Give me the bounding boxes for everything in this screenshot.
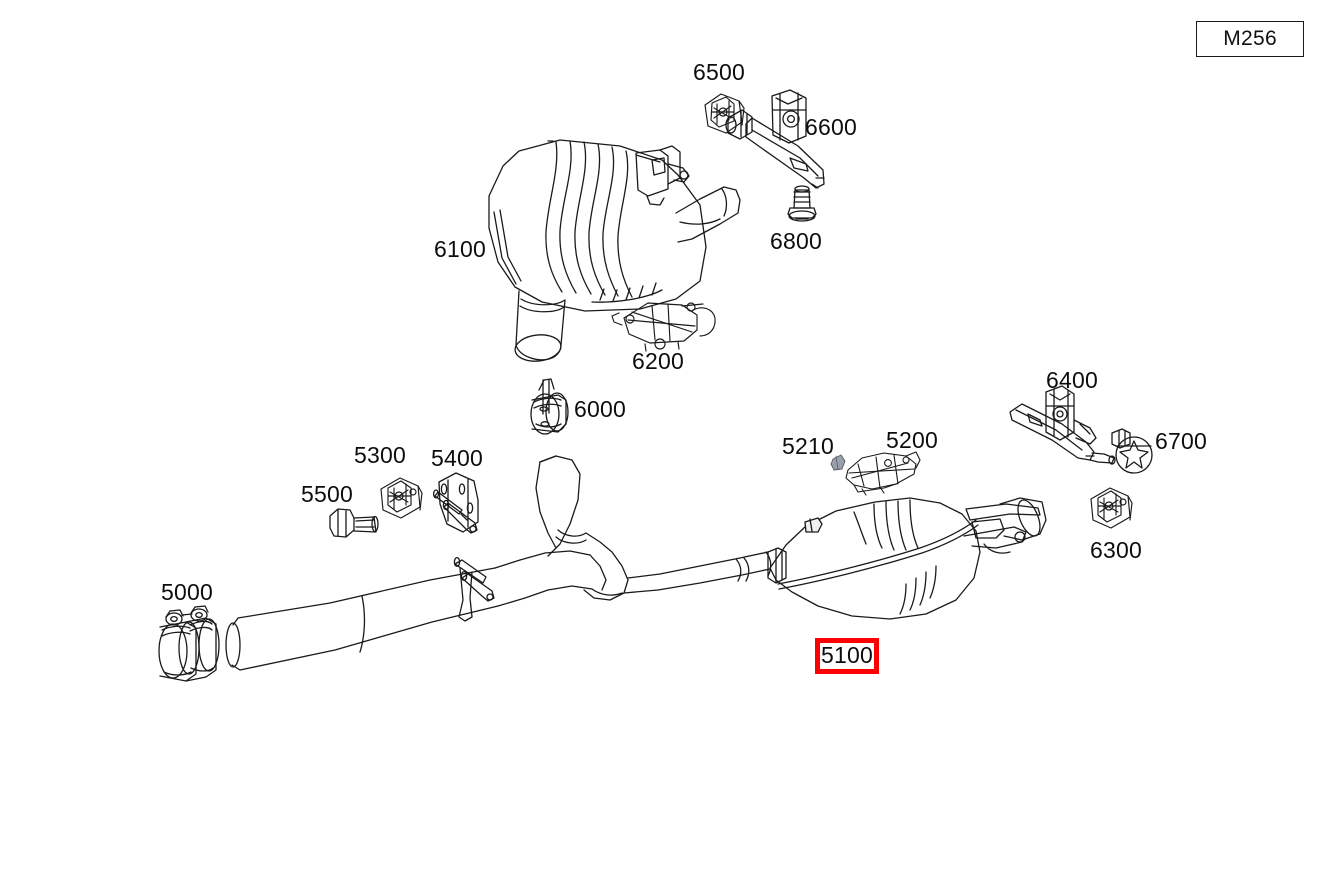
callout-label-5200[interactable]: 5200: [886, 427, 938, 453]
part-6400-hanger-bracket-assembly: [1009, 385, 1116, 465]
callout-label-6800[interactable]: 6800: [770, 228, 822, 254]
part-5200-heat-shield-bracket: [845, 451, 921, 496]
part-5100-centre-silencer: [767, 497, 1047, 620]
callout-label-6300[interactable]: 6300: [1090, 537, 1142, 563]
callout-label-6600[interactable]: 6600: [805, 114, 857, 140]
part-6800-collar-stud-bolt: [787, 185, 817, 222]
callout-label-6100[interactable]: 6100: [434, 236, 486, 262]
callout-label-6700[interactable]: 6700: [1155, 428, 1207, 454]
part-5400-hanger-bracket-rod: [432, 472, 479, 534]
callout-label-5100[interactable]: 5100: [815, 638, 879, 674]
part-5210-retaining-clip: [830, 454, 846, 471]
part-6500-rubber-mount-block: [704, 93, 745, 134]
part-6100-rear-muffler: [488, 139, 741, 362]
callout-label-5210[interactable]: 5210: [782, 433, 834, 459]
part-5000-pipe-clamp-pair: [158, 605, 220, 682]
callout-label-5500[interactable]: 5500: [301, 481, 353, 507]
callout-label-6000[interactable]: 6000: [574, 396, 626, 422]
part-6000-band-clamp: [530, 378, 569, 435]
callout-label-6200[interactable]: 6200: [632, 348, 684, 374]
part-6600-suspension-bracket: [725, 89, 825, 189]
part-6200-exhaust-flap-actuator: [611, 302, 716, 352]
callout-label-5000[interactable]: 5000: [161, 579, 213, 605]
callout-label-6400[interactable]: 6400: [1046, 367, 1098, 393]
part-6300-rubber-mount-block: [1090, 487, 1133, 529]
part-6700-phillips-flange-screw: [1111, 428, 1153, 474]
part-main-exhaust-pipework: [225, 455, 772, 671]
callout-label-6500[interactable]: 6500: [693, 59, 745, 85]
engine-code-badge: M256: [1196, 21, 1304, 57]
callout-label-5300[interactable]: 5300: [354, 442, 406, 468]
callout-label-5400[interactable]: 5400: [431, 445, 483, 471]
part-5300-rubber-mount-block: [380, 477, 423, 519]
part-5500-hex-flange-bolt: [329, 508, 379, 538]
